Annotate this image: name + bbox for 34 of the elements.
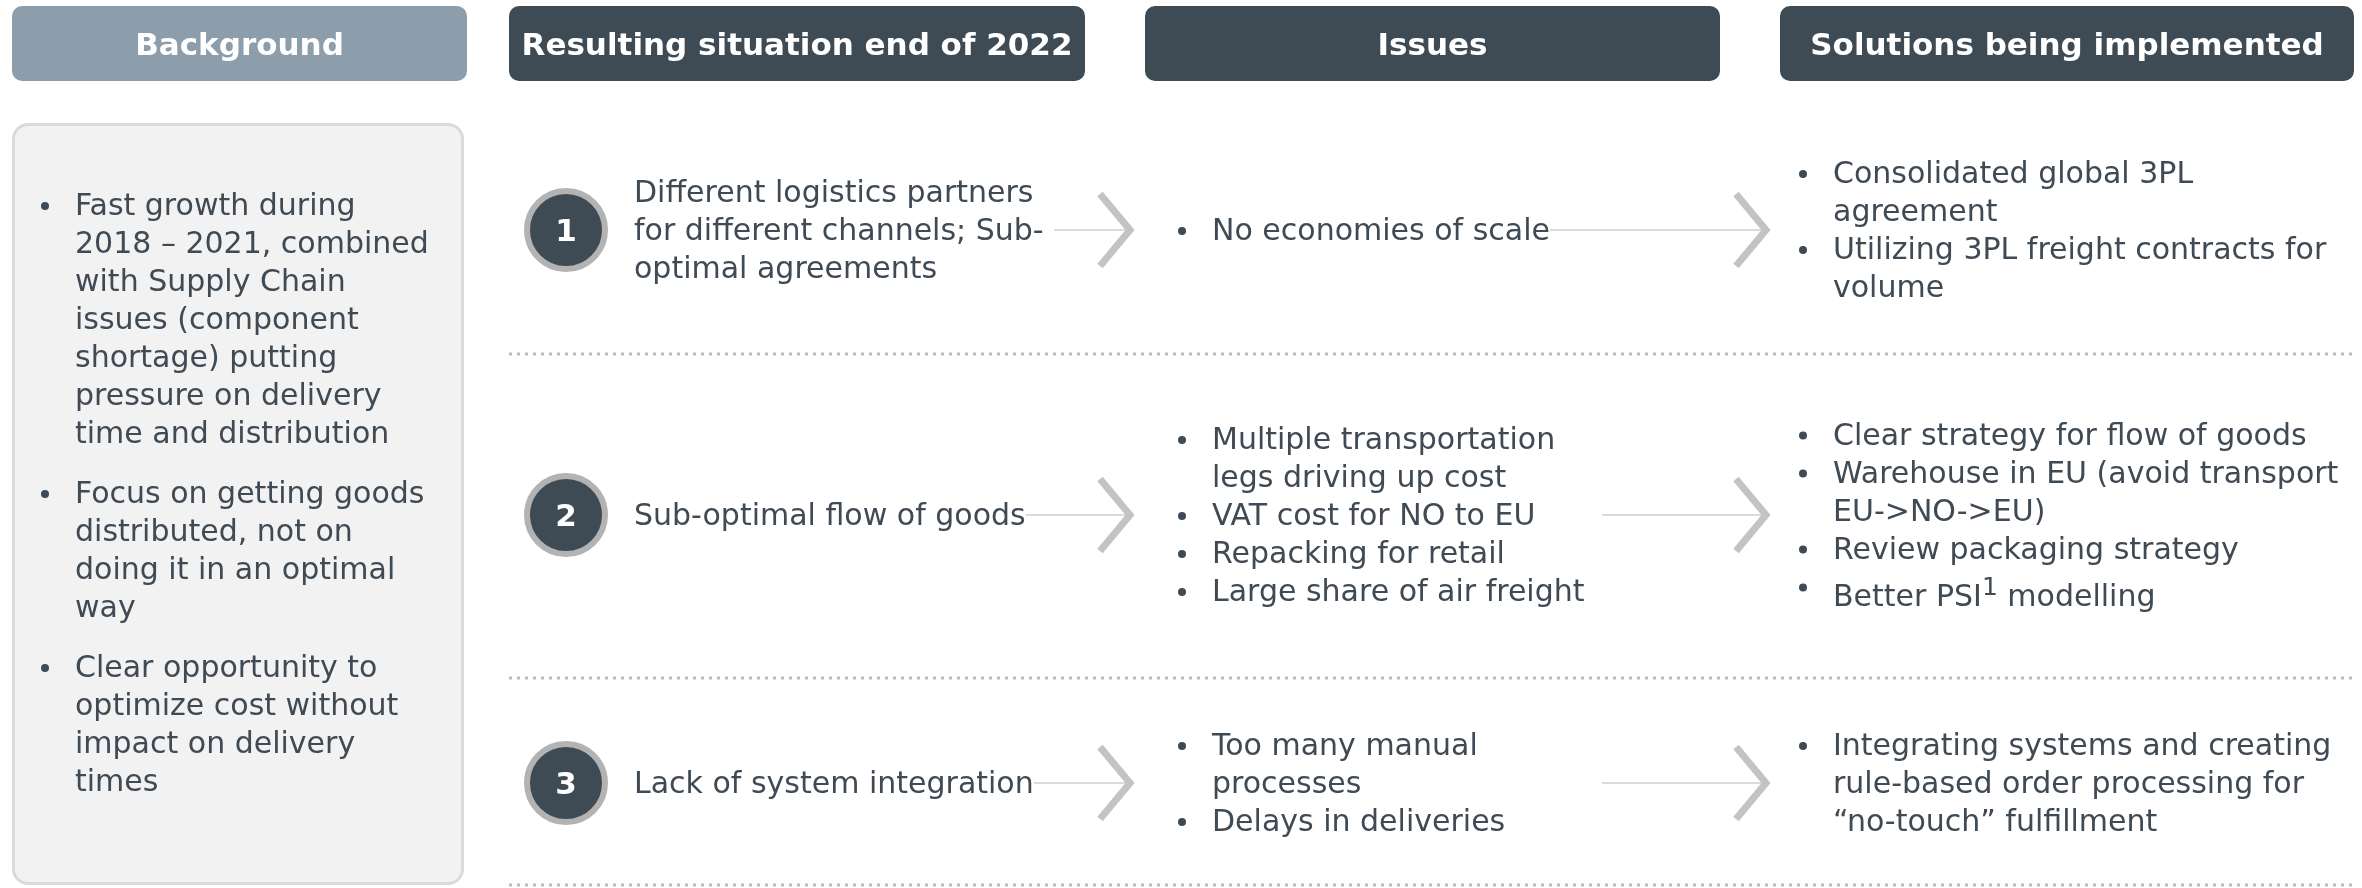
chevron-arrow	[1548, 190, 1770, 270]
chevron-arrow	[1024, 475, 1134, 555]
bullet-text: Fast growth during 2018 – 2021, combined with Supply Chain issues (component shortage) putting pressure on delivery time and distribution	[35, 186, 441, 452]
bullet-text: Too many manual processes	[1172, 726, 1602, 802]
column-header: Resulting situation end of 2022	[509, 6, 1085, 81]
column-header: Background	[12, 6, 467, 81]
bullet-text: Integrating systems and creating rule-based order processing for “no-touch” fulfillment	[1793, 726, 2355, 840]
chevron-arrow	[1601, 743, 1770, 823]
bullet-text: Repacking for retail	[1172, 534, 1602, 572]
bullet-text: Better PSI$^{1}$ modelling	[1793, 567, 2355, 615]
bullet-text: VAT cost for NO to EU	[1172, 496, 1602, 534]
number-circle: 3	[524, 741, 608, 825]
bullet-text: Utilizing 3PL freight contracts for volume	[1793, 230, 2355, 306]
bullet-text: Review packaging strategy	[1793, 529, 2355, 568]
row-label: Sub-optimal flow of goods	[634, 496, 1026, 534]
row-label: Different logistics partners for different channels; Sub-optimal agreements	[634, 173, 1054, 287]
row-label: Lack of system integration	[634, 764, 1034, 802]
bullet-text: Warehouse in EU (avoid transport EU->NO->EU)	[1793, 453, 2355, 530]
column-header: Solutions being implemented	[1780, 6, 2354, 81]
chevron-arrow	[1601, 475, 1770, 555]
bullet-text: Focus on getting goods distributed, not on doing it in an optimal way	[35, 474, 441, 626]
chevron-arrow	[1053, 190, 1134, 270]
number-circle: 1	[524, 188, 608, 272]
background-panel	[12, 123, 464, 885]
bullet-text: Consolidated global 3PL agreement	[1793, 154, 2355, 230]
bullet-text: Clear strategy for flow of goods	[1793, 415, 2355, 454]
chevron-arrow	[1032, 743, 1134, 823]
bullet-text: Large share of air freight	[1172, 572, 1602, 610]
number-circle: 2	[524, 473, 608, 557]
bullet-text: Delays in deliveries	[1172, 802, 1602, 840]
bullet-text: No economies of scale	[1172, 211, 1550, 249]
bullet-text: Clear opportunity to optimize cost without impact on delivery times	[35, 648, 441, 800]
bullet-text: Multiple transportation legs driving up cost	[1172, 420, 1602, 496]
column-header: Issues	[1145, 6, 1720, 81]
